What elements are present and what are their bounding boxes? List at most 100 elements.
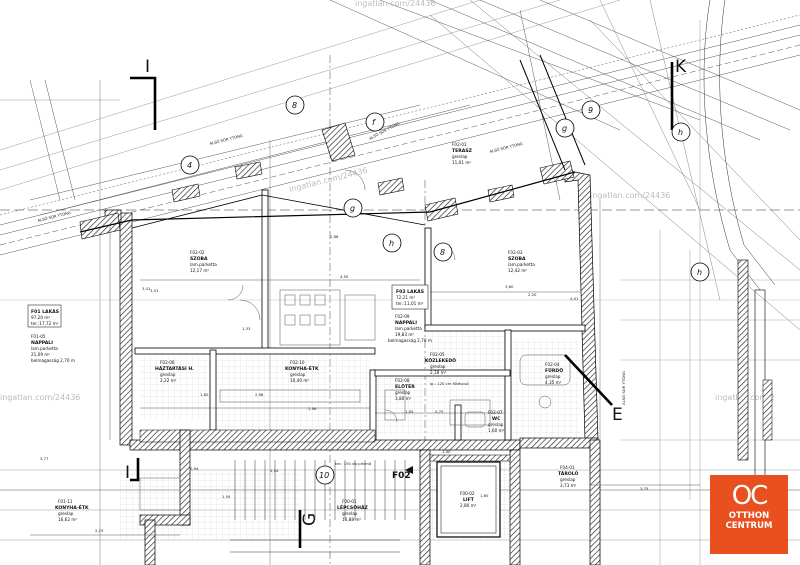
svg-text:F02-06: F02-06 xyxy=(160,360,175,365)
svg-text:HÁZTARTÁSI H.: HÁZTARTÁSI H. xyxy=(155,365,194,372)
room-f01-living: F01-05 NAPPALI lam.parketta 21,09 m² bel… xyxy=(31,334,75,363)
svg-text:greslap: greslap xyxy=(160,372,176,377)
room-f02-room-left: F02-02 SZOBA lam.parketta 12,17 m² xyxy=(190,250,217,273)
svg-text:WC: WC xyxy=(492,416,501,422)
svg-text:3,41: 3,41 xyxy=(142,286,151,291)
grid-bubbles xyxy=(180,95,710,485)
grid-bubble-4: 4 xyxy=(187,161,192,170)
svg-text:ALSÓ SOR YTONG: ALSÓ SOR YTONG xyxy=(489,141,523,154)
svg-text:greslap: greslap xyxy=(560,477,576,482)
grid-bubble-8-mid: 8 xyxy=(440,248,445,257)
svg-text:2,86: 2,86 xyxy=(330,234,339,239)
svg-text:16,62 m²: 16,62 m² xyxy=(58,517,77,522)
section-marker-e: E xyxy=(612,405,623,425)
svg-text:NAPPALI: NAPPALI xyxy=(395,320,417,326)
room-storage: F04-01 TÁROLÓ greslap 3,73 m² xyxy=(558,465,579,488)
svg-text:F01-05: F01-05 xyxy=(31,334,46,339)
logo-line-2: CENTRUM xyxy=(725,521,773,531)
room-f02-hall: F02-08 ELŐTÉR greslap 3,80 m² xyxy=(395,378,415,401)
svg-text:2,98: 2,98 xyxy=(255,392,264,397)
svg-text:3,60: 3,60 xyxy=(505,284,514,289)
furniture xyxy=(139,169,571,511)
svg-text:lam.parketta: lam.parketta xyxy=(190,262,217,267)
svg-text:F02-05: F02-05 xyxy=(430,352,445,357)
room-f02-living: F02-09 NAPPALI lam.parketta 19,83 m² bel… xyxy=(388,314,432,343)
svg-text:1,60: 1,60 xyxy=(480,493,489,498)
svg-text:2,54: 2,54 xyxy=(270,468,279,473)
svg-text:0,94: 0,94 xyxy=(190,466,199,471)
svg-text:greslap: greslap xyxy=(488,422,504,427)
svg-text:21,09 m²: 21,09 m² xyxy=(31,352,50,357)
section-lines xyxy=(130,62,674,548)
svg-text:ALSÓ SOR YTONG: ALSÓ SOR YTONG xyxy=(621,371,626,405)
svg-text:TÁROLÓ: TÁROLÓ xyxy=(558,470,579,477)
svg-text:72,21 m²: 72,21 m² xyxy=(396,295,415,300)
svg-text:1,40: 1,40 xyxy=(442,449,451,454)
svg-text:1,60 m²: 1,60 m² xyxy=(488,428,505,433)
svg-text:greslap: greslap xyxy=(290,372,306,377)
stair-steps xyxy=(230,460,406,553)
svg-text:F01 LAKÁS: F01 LAKÁS xyxy=(31,308,59,315)
svg-text:F01-11: F01-11 xyxy=(58,499,73,504)
grid-bubble-f: f xyxy=(372,118,376,127)
svg-text:19,83 m²: 19,83 m² xyxy=(395,332,414,337)
svg-text:10,40 m²: 10,40 m² xyxy=(290,378,309,383)
room-f02-bath: F02-04 FÜRDŐ greslap 4,35 m² xyxy=(545,362,563,385)
entrance-arrow-icon xyxy=(405,466,413,474)
svg-text:greslap: greslap xyxy=(395,390,411,395)
otthon-centrum-logo: OC OTTHON CENTRUM xyxy=(710,475,788,554)
svg-text:NAPPALI: NAPPALI xyxy=(31,340,53,346)
svg-text:2,20: 2,20 xyxy=(528,292,537,297)
room-f02-wc: F02-07 WC greslap 1,60 m² xyxy=(488,410,505,433)
room-f02-room-right: F02-03 SZOBA lam.parketta 12,42 m² xyxy=(508,250,535,273)
svg-text:12,42 m²: 12,42 m² xyxy=(508,268,527,273)
room-f02-household: F02-06 HÁZTARTÁSI H. greslap 2,22 m² xyxy=(155,360,194,383)
svg-text:ingatlan.com/24436: ingatlan.com/24436 xyxy=(0,393,80,402)
svg-text:greslap: greslap xyxy=(545,374,561,379)
svg-text:1,33: 1,33 xyxy=(242,326,251,331)
grid-bubble-h: h xyxy=(389,239,394,248)
svg-text:2,18 m²: 2,18 m² xyxy=(430,370,447,375)
svg-text:F02-07: F02-07 xyxy=(488,410,503,415)
svg-text:F00-01: F00-01 xyxy=(342,499,357,504)
grid-bubble-8-top: 8 xyxy=(292,101,297,110)
svg-text:SZOBA: SZOBA xyxy=(508,256,526,262)
svg-text:F02-10: F02-10 xyxy=(290,360,305,365)
svg-text:FÜRDŐ: FÜRDŐ xyxy=(545,367,563,374)
svg-text:KONYHA-ÉTK: KONYHA-ÉTK xyxy=(55,503,89,511)
grid-bubble-h-right: h xyxy=(678,128,683,137)
svg-text:10,88 m²: 10,88 m² xyxy=(342,517,361,522)
grid-bubble-g-right: g xyxy=(562,124,567,133)
svg-text:SZOBA: SZOBA xyxy=(190,256,208,262)
room-stair: F00-01 LÉPCSŐHÁZ greslap 10,88 m² xyxy=(337,499,369,522)
svg-text:3,80 m²: 3,80 m² xyxy=(395,396,412,401)
svg-text:1,80: 1,80 xyxy=(200,392,209,397)
svg-text:97,20 m²: 97,20 m² xyxy=(31,315,50,320)
grid-bubble-labels: 4 8 f g h 8 9 h g h 10 xyxy=(187,101,702,480)
svg-text:lam.parketta: lam.parketta xyxy=(508,262,535,267)
svg-text:3,73 m²: 3,73 m² xyxy=(560,483,577,488)
logo-line-1: OTTHON xyxy=(728,511,770,521)
stair-note: ter.: 150 db pihenő xyxy=(335,461,372,466)
svg-text:KÖZLEKEDŐ: KÖZLEKEDŐ xyxy=(425,357,456,364)
grid-bubble-9: 9 xyxy=(588,106,593,115)
room-f01-kitchen: F01-11 KONYHA-ÉTK greslap 16,62 m² xyxy=(55,499,89,522)
building-walls xyxy=(79,54,773,565)
section-marker-k: K xyxy=(675,57,687,77)
svg-text:greslap: greslap xyxy=(58,511,74,516)
svg-text:greslap: greslap xyxy=(342,511,358,516)
svg-text:greslap: greslap xyxy=(430,364,446,369)
svg-text:2,23: 2,23 xyxy=(95,528,104,533)
room-f02-kitchen: F02-10 KONYHA-ÉTK greslap 10,40 m² xyxy=(285,360,319,383)
svg-text:F04-01: F04-01 xyxy=(560,465,575,470)
svg-text:belmagasság 2,70 m: belmagasság 2,70 m xyxy=(388,338,432,343)
svg-text:3,75: 3,75 xyxy=(640,486,649,491)
room-lift: F00-02 LIFT 2,80 m² xyxy=(460,491,477,508)
svg-text:LÉPCSŐHÁZ: LÉPCSŐHÁZ xyxy=(337,503,369,511)
grid-bubble-10: 10 xyxy=(319,471,329,480)
room-f02-corridor: F02-05 KÖZLEKEDŐ greslap 2,18 m² xyxy=(425,352,456,375)
svg-text:LIFT: LIFT xyxy=(463,497,475,503)
svg-text:F02-04: F02-04 xyxy=(545,362,560,367)
svg-text:3,77: 3,77 xyxy=(40,456,49,461)
